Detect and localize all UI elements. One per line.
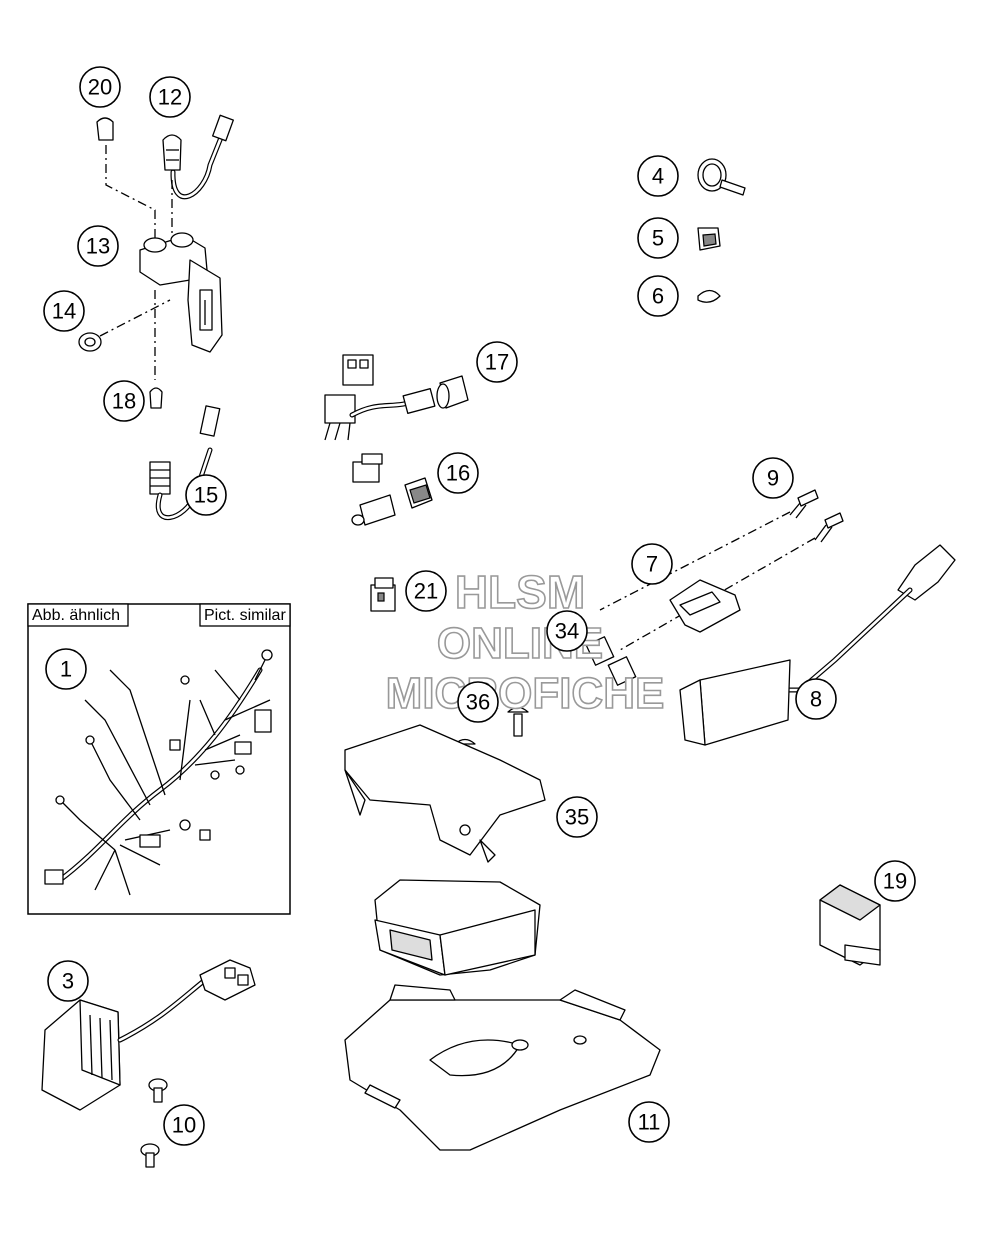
- part-6-clip: [697, 289, 721, 303]
- part-3-regulator: [41, 959, 256, 1111]
- callout-10: 10: [163, 1104, 205, 1146]
- inset-label-left: Abb. ähnlich: [32, 607, 120, 624]
- callout-1: 1: [45, 648, 87, 690]
- part-9-bolts: [599, 489, 844, 651]
- svg-text:7: 7: [646, 552, 658, 577]
- callout-6: 6: [637, 275, 679, 317]
- callout-35: 35: [556, 796, 598, 838]
- callout-9: 9: [752, 457, 794, 499]
- callout-34: 34: [546, 610, 588, 652]
- part-12-socket: [162, 114, 234, 240]
- inset-label-right: Pict. similar: [204, 607, 286, 624]
- part-17-connector: [324, 354, 469, 441]
- part-11-ecu-tray: [344, 879, 661, 1151]
- part-16-connector: [351, 453, 433, 526]
- svg-text:21: 21: [414, 579, 438, 604]
- callout-12: 12: [149, 76, 191, 118]
- svg-text:35: 35: [565, 805, 589, 830]
- callout-3: 3: [47, 960, 89, 1002]
- svg-text:6: 6: [652, 284, 664, 309]
- part-18-bulb: [149, 290, 163, 409]
- svg-text:13: 13: [86, 234, 110, 259]
- svg-text:11: 11: [638, 1110, 661, 1135]
- svg-text:8: 8: [810, 687, 822, 712]
- callout-5: 5: [637, 217, 679, 259]
- svg-text:5: 5: [652, 226, 664, 251]
- svg-text:9: 9: [767, 466, 779, 491]
- part-13-bracket: [139, 232, 223, 353]
- callout-17: 17: [476, 341, 518, 383]
- svg-text:36: 36: [466, 690, 490, 715]
- part-35-cover: [344, 724, 546, 863]
- svg-text:16: 16: [446, 461, 470, 486]
- part-1-wiring-harness: [44, 649, 273, 896]
- watermark-line1: HLSM: [455, 566, 585, 618]
- callout-15: 15: [185, 474, 227, 516]
- part-10-screws: [140, 1078, 168, 1168]
- callout-7: 7: [631, 543, 673, 585]
- callout-20: 20: [79, 66, 121, 108]
- callout-19: 19: [874, 860, 916, 902]
- callout-8: 8: [795, 678, 837, 720]
- callout-16: 16: [437, 452, 479, 494]
- svg-text:1: 1: [60, 657, 72, 682]
- part-5-clip: [697, 227, 721, 251]
- part-7-bracket: [585, 579, 741, 686]
- callout-21: 21: [405, 570, 447, 612]
- callout-4: 4: [637, 155, 679, 197]
- svg-text:3: 3: [62, 969, 74, 994]
- svg-text:18: 18: [112, 389, 136, 414]
- part-20-plug: [96, 117, 156, 245]
- watermark-line3: MICROFICHE: [386, 669, 665, 718]
- svg-text:19: 19: [883, 869, 907, 894]
- callout-36: 36: [457, 681, 499, 723]
- part-21-connector: [370, 577, 396, 612]
- svg-text:10: 10: [172, 1113, 196, 1138]
- svg-text:34: 34: [555, 619, 579, 644]
- svg-text:14: 14: [52, 299, 76, 324]
- part-4-cable-tie: [697, 158, 746, 196]
- part-14-grommet: [78, 299, 171, 352]
- part-19-connector: [819, 884, 881, 966]
- callout-18: 18: [103, 380, 145, 422]
- svg-text:15: 15: [194, 483, 218, 508]
- svg-text:17: 17: [485, 350, 509, 375]
- callout-14: 14: [43, 290, 85, 332]
- svg-text:4: 4: [652, 164, 664, 189]
- svg-text:12: 12: [158, 85, 182, 110]
- svg-text:20: 20: [88, 75, 112, 100]
- part-8-unit: [679, 544, 956, 746]
- callout-13: 13: [77, 225, 119, 267]
- callout-11: 11: [628, 1101, 670, 1143]
